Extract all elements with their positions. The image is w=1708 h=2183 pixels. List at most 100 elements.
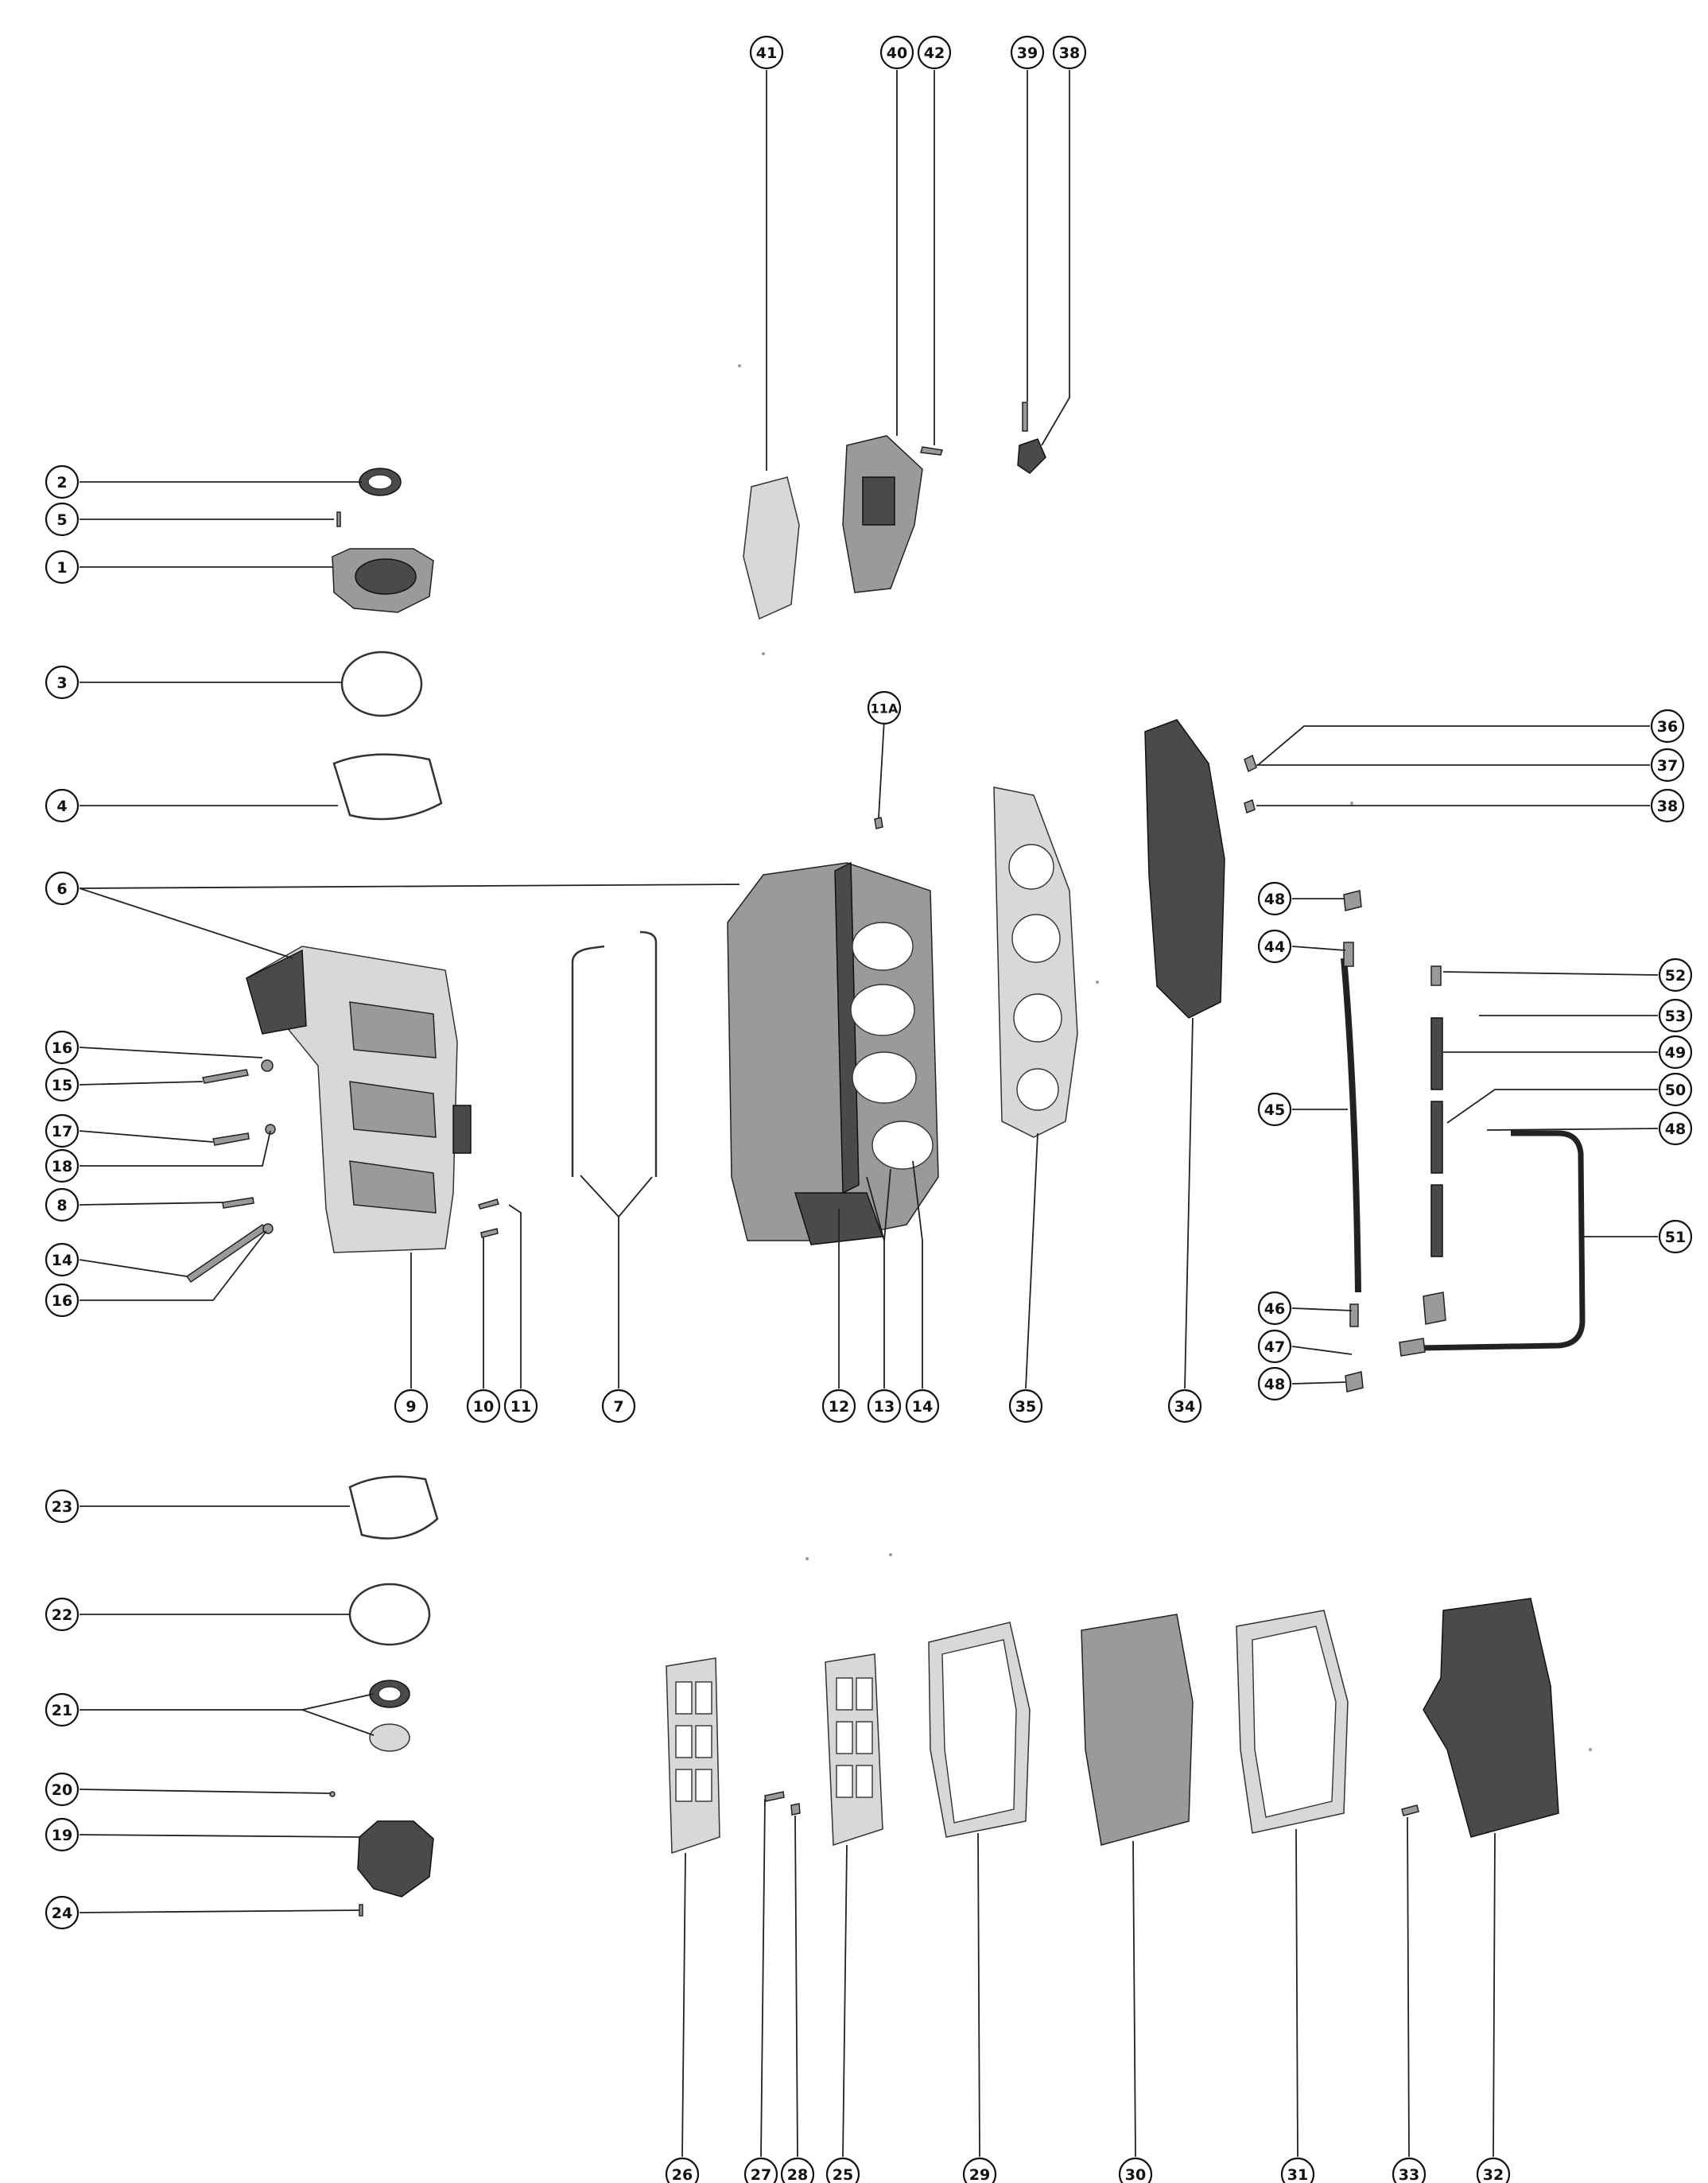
callout-22: 21 [45,1692,80,1727]
part-3-o-ring [340,651,423,717]
part-46-hose [1341,957,1361,1293]
callout-26: 25 [825,2157,860,2183]
part-drawings [185,364,1592,1917]
svg-text:39: 39 [1017,45,1038,62]
callout-16: 15 [45,1067,80,1102]
callout-49c: 48 [1257,1366,1292,1401]
callout-17: 16 [45,1030,80,1065]
part-24-gasket [348,1475,439,1540]
callout-46: 45 [1257,1092,1292,1127]
callout-42: 40 [879,35,914,70]
callout-8: 8 [45,1187,80,1222]
svg-text:29: 29 [969,2166,990,2183]
svg-text:47: 47 [1264,1338,1285,1356]
callout-19: 18 [45,1148,80,1183]
svg-text:48: 48 [1665,1121,1686,1138]
callout-21: 20 [45,1772,80,1807]
svg-text:20: 20 [52,1781,72,1799]
svg-text:27: 27 [751,2166,771,2183]
svg-text:22: 22 [52,1606,72,1624]
svg-text:9: 9 [406,1398,416,1416]
callout-17b: 16 [45,1283,80,1318]
callout-15: 14 [45,1242,80,1277]
svg-text:38: 38 [1657,798,1678,815]
callout-48: 47 [1257,1329,1292,1364]
callout-41: 39 [1010,35,1045,70]
svg-text:36: 36 [1657,718,1678,736]
part-23-o-ring [348,1583,431,1646]
callout-24: 23 [45,1489,80,1524]
callout-14: 14 [905,1389,940,1424]
callout-32: 31 [1280,2157,1315,2183]
callout-50: 49 [1658,1035,1693,1070]
svg-text:17: 17 [52,1123,72,1140]
callout-49b: 48 [1658,1111,1693,1146]
svg-text:5: 5 [56,511,67,529]
svg-text:23: 23 [52,1498,72,1516]
leader-lines [79,70,1659,2158]
svg-text:52: 52 [1665,967,1686,985]
callout-38: 37 [1650,748,1685,783]
callout-52: 51 [1658,1219,1693,1254]
callout-28: 27 [743,2157,778,2183]
svg-text:12: 12 [829,1398,849,1416]
callout-9: 9 [394,1389,429,1424]
svg-text:21: 21 [52,1702,72,1719]
svg-text:34: 34 [1174,1398,1195,1416]
svg-text:49: 49 [1665,1044,1686,1062]
callout-12: 12 [821,1389,856,1424]
svg-text:8: 8 [56,1197,67,1214]
callout-35: 34 [1167,1389,1202,1424]
callout-31: 30 [1118,2157,1153,2183]
callout-43: 41 [749,35,784,70]
svg-text:16: 16 [52,1039,72,1057]
callout-4: 4 [45,788,80,823]
callout-29: 28 [780,2157,815,2183]
svg-text:50: 50 [1665,1082,1686,1099]
svg-text:25: 25 [833,2166,853,2183]
callout-45: 44 [1257,929,1292,964]
part-33-cover [1423,1598,1559,1838]
svg-text:13: 13 [874,1398,895,1416]
svg-text:3: 3 [56,674,67,692]
callout-5: 5 [45,502,80,537]
svg-text:18: 18 [52,1158,72,1175]
svg-text:2: 2 [56,474,67,491]
callout-47: 46 [1257,1291,1292,1326]
svg-text:28: 28 [787,2166,808,2183]
svg-text:14: 14 [912,1398,933,1416]
callout-54: 53 [1658,998,1693,1033]
svg-text:31: 31 [1287,2166,1308,2183]
part-7-seal-strips [571,945,605,1177]
svg-text:48: 48 [1264,891,1285,908]
svg-text:1: 1 [56,559,67,577]
svg-text:11A: 11A [871,701,899,717]
callout-3: 3 [45,665,80,700]
callout-7: 7 [601,1389,636,1424]
svg-text:30: 30 [1125,2166,1146,2183]
svg-text:45: 45 [1264,1101,1285,1119]
svg-text:51: 51 [1665,1229,1686,1246]
part-31-cover [1081,1614,1194,1846]
svg-text:37: 37 [1657,757,1678,775]
callout-1: 1 [45,550,80,585]
callout-44: 42 [917,35,952,70]
part-4-gasket [332,753,443,821]
callout-25: 24 [45,1895,80,1930]
svg-text:26: 26 [672,2166,693,2183]
callout-23: 22 [45,1597,80,1632]
callout-11: 11 [503,1389,538,1424]
svg-text:53: 53 [1665,1008,1686,1025]
svg-text:11: 11 [510,1398,531,1416]
callout-36: 35 [1008,1389,1043,1424]
callout-40: 38 [1052,35,1087,70]
callout-11a: 11A [867,690,902,725]
svg-text:6: 6 [56,880,67,898]
callout-37: 36 [1650,709,1685,744]
part-43-plate [743,476,800,620]
callout-13: 13 [867,1389,902,1424]
callout-33: 32 [1476,2157,1511,2183]
callout-6: 6 [45,871,80,906]
callout-39: 38 [1650,788,1685,823]
